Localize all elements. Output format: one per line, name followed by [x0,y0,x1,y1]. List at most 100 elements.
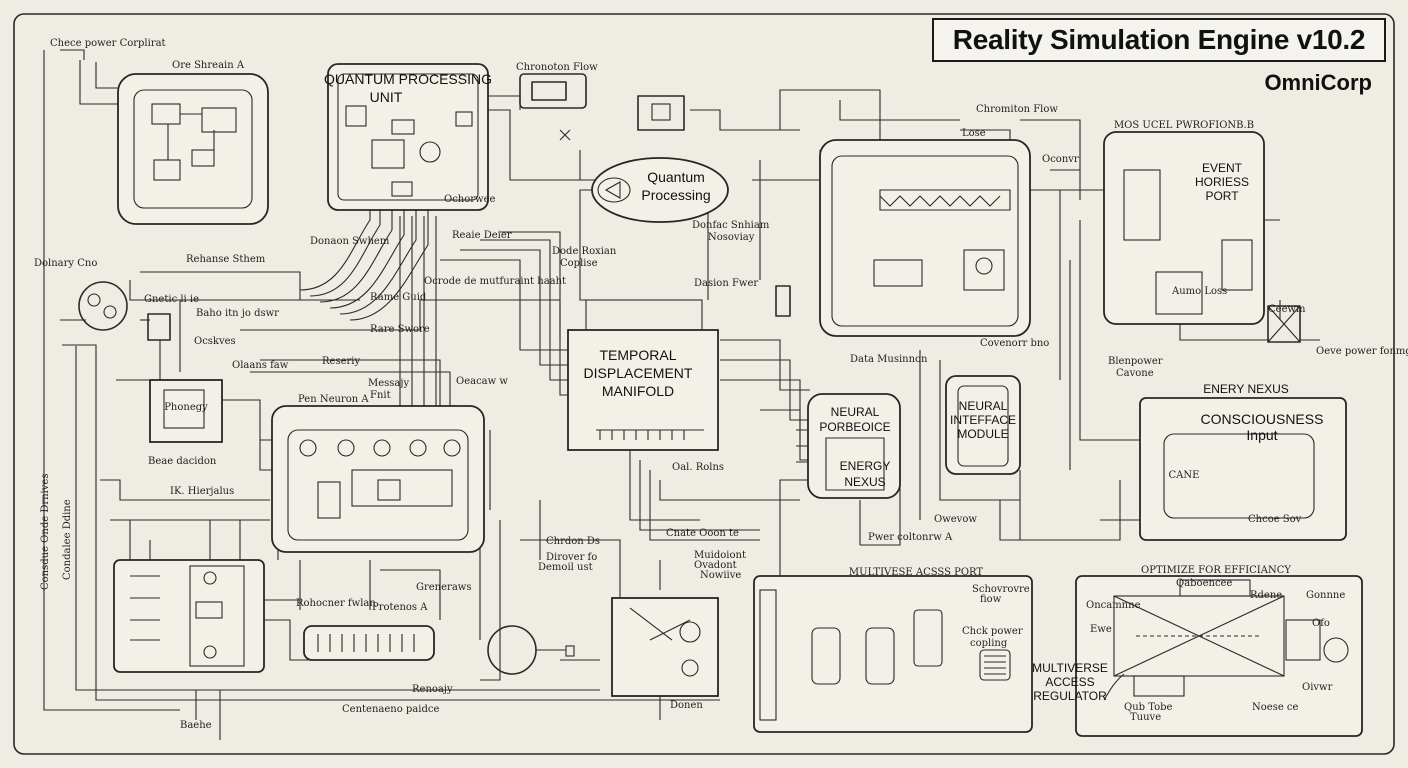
chromiton-flow-module [819,139,1031,337]
label-gnetic: Gnetic li ie [144,294,199,305]
event-port-module [1103,131,1265,325]
label-ochorwee: Ochorwee [444,194,496,205]
label-oub-tobe: Qub Tobe [1124,702,1173,713]
event-label-1: EVENT [1202,161,1243,175]
temporal-label-2: DISPLACEMENT [584,365,693,381]
cane-label: CANE [1169,470,1200,481]
multiverse-access-port-box [753,575,1033,733]
label-donfac: Donfac Snhiam [692,220,770,231]
label-renoajy: Renoajy [412,684,453,695]
label-qaboenee: Qaboencee [1176,578,1232,589]
label-ewe: Ewe [1090,624,1112,635]
label-baho: Baho itn jo dswr [196,308,279,319]
label-dirover: Dirover fo [546,552,597,563]
label-denen: Donen [670,700,703,711]
qpu-label-2: UNIT [370,89,403,105]
label-bache: Baehe [180,720,212,731]
event-label-3: PORT [1205,189,1239,203]
label-crodont: Ovadont [694,560,737,571]
label-oncamne: Oncamnne [1086,600,1141,611]
label-chcoe: Chcoe Sov [1248,514,1302,525]
label-rare-swore: Rare Swore [370,324,430,335]
page-title: Reality Simulation Engine v10.2 [952,24,1366,55]
label-protenos: Protenos A [372,602,428,613]
label-rame-guid: Rame Guid [370,292,427,303]
energy-label-1: ENERGY [840,459,891,473]
label-reseriy: Reseriy [322,356,360,367]
label-ganner: Gonnne [1306,590,1345,601]
label-fnw: fiow [980,594,1002,605]
label-ooll-rdms: Oal. Rolns [672,462,724,473]
neural-label-2: PORBEOICE [819,420,890,434]
consciousness-label-2: Input [1246,427,1277,443]
label-top-left: Chece power Corplirat [50,38,166,49]
consciousness-label-1: CONSCIOUSNESS [1201,411,1324,427]
label-nowlve: Nowiive [700,570,741,581]
label-oeacaw: Oeacaw w [456,376,508,387]
label-chrom-bno: Covenorr bno [980,338,1049,349]
label-consdue-2: Condalee Ddine [62,499,73,580]
label-ik-hierjatus: IK. Hierjalus [170,486,234,497]
label-lose: Lose [962,128,986,139]
nim-label-1: NEURAL [959,399,1008,413]
regulator-label-2: ACCESS [1045,675,1094,689]
label-ocrcovr: Oconvr [1042,154,1079,165]
event-label-2: HORIESS [1195,175,1249,189]
title-box: Reality Simulation Engine v10.2 [932,18,1386,62]
quantum-processing-label-1: Quantum [647,169,705,185]
label-oevoiw: Owevow [934,514,977,525]
company-name: OmniCorp [1264,70,1372,95]
pen-neuron-module [271,405,485,553]
label-beoe: Beae dacidon [148,456,217,467]
label-data-mus: Data Musinnon [850,354,928,365]
quantum-processing-label-2: Processing [641,187,710,203]
outer-frame [13,13,1395,755]
label-messajy: Messajy [368,378,409,389]
nim-label-2: INTEFFACE [950,413,1016,427]
quantum-processing-node [591,157,729,223]
annotation-labels: Chece power Corplirat Ore Shreain A Chro… [34,38,1408,731]
label-chromiton-flow: Chromiton Flow [976,104,1058,115]
label-blenpower: Blenpower [1108,356,1163,367]
label-noese-ce: Noese ce [1252,702,1299,713]
temporal-label-1: TEMPORAL [599,347,676,363]
label-ofo: Ofo [1312,618,1330,629]
label-fnit: Fnit [370,390,391,401]
mechanical-gauge-box [611,597,719,697]
temporal-label-3: MANIFOLD [602,383,674,399]
label-contnerpe: Centenaeno paidce [342,704,439,715]
label-core-stream: Ore Shreain A [172,60,245,71]
label-consdue-1: Consdue Onde Drnives [40,474,51,590]
label-gramoreos: Greneraws [416,582,471,593]
core-stream-module [117,73,269,225]
label-nosoviay: Nosoviay [708,232,755,243]
label-tuuve: Tuuve [1130,712,1161,723]
optimize-title: OPTIMIZE FOR EFFICIANCY [1141,565,1291,576]
label-donaon: Donaon Swhem [310,236,390,247]
neural-label-1: NEURAL [831,405,880,419]
qpu-label-1: QUANTUM PROCESSING [324,71,492,87]
label-dode-rovian: Dode Roxian [552,246,617,257]
label-schervere: Schovrovre [972,584,1030,595]
regulator-label-3: REGULATOR [1033,689,1107,703]
junction-panel [113,559,265,673]
label-muldoion: Muidoiont [694,550,746,561]
label-check-power: Chck power [962,626,1023,637]
quantum-processing-unit-box [327,63,489,211]
label-aumo: Aumo Loss [1171,286,1227,297]
neural-interface-module-box [945,375,1021,475]
nim-label-3: MODULE [957,427,1008,441]
mos-title: MOS UCEL PWROFIONB.B [1114,120,1254,131]
label-copling: copling [970,638,1008,649]
label-donay-cno: Dolnary Cno [34,258,97,269]
label-oeve: Oeve power fonmg [1316,346,1408,357]
label-ceew: Ceewm [1268,304,1306,315]
label-chrdon-ds: Chrdon Ds [546,536,600,547]
label-oivwr: Oivwr [1302,682,1333,693]
label-coplise: Coplise [560,258,598,269]
label-cavone: Cavone [1116,368,1154,379]
multiverse-port-title: MULTIVESE ACSSS PORT [849,567,983,578]
energy-label-2: NEXUS [844,475,885,489]
label-demoil: Demoil ust [538,562,593,573]
